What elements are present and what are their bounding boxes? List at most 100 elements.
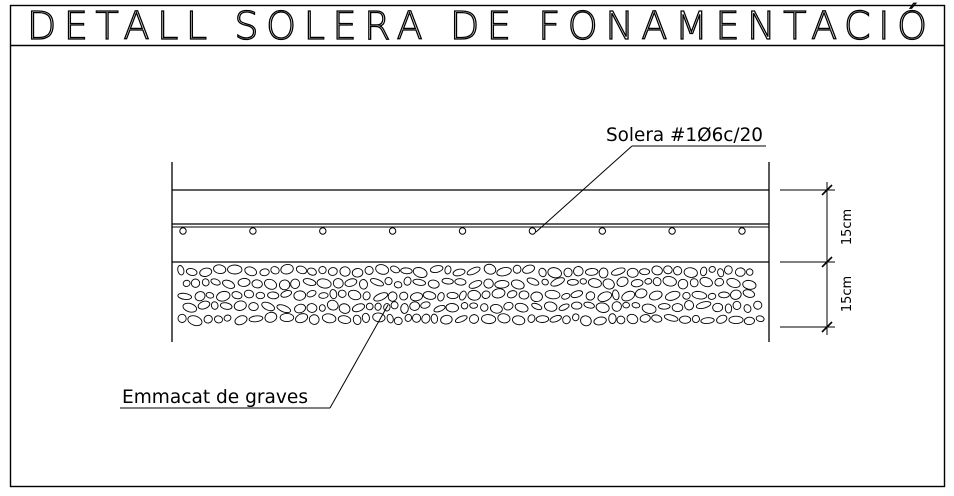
gravel-stone xyxy=(469,302,478,309)
gravel-stone xyxy=(497,313,511,324)
gravel-stone xyxy=(616,315,626,325)
gravel-stone xyxy=(187,315,203,327)
gravel-stone xyxy=(177,292,193,300)
gravel-stone xyxy=(222,279,236,289)
gravel-stone xyxy=(429,265,444,274)
gravel-stone xyxy=(491,288,506,299)
gravel-stone xyxy=(243,289,255,299)
gravel-stone xyxy=(219,302,233,310)
gravel-stone xyxy=(452,268,466,277)
gravel-stone xyxy=(234,315,248,326)
rebar-circle xyxy=(319,227,327,235)
gravel-stone xyxy=(593,316,607,326)
gravel-stone xyxy=(393,281,403,289)
gravel-stone xyxy=(276,304,292,314)
gravel-stone xyxy=(384,277,393,286)
gravel-stone xyxy=(571,301,583,310)
gravel-stone xyxy=(503,301,514,311)
gravel-stone xyxy=(440,314,453,325)
gravel-stone xyxy=(446,291,459,300)
gravel-stone xyxy=(327,267,338,276)
gravel-thickness-label: 15cm xyxy=(840,276,855,312)
gravel-stone xyxy=(213,315,223,324)
gravel-stone xyxy=(400,303,409,314)
gravel-stone xyxy=(531,302,543,311)
gravel-stone xyxy=(622,301,630,309)
gravel-stone xyxy=(213,264,227,275)
rebar-bars xyxy=(179,227,746,235)
gravel-stone xyxy=(205,292,215,299)
gravel-stone xyxy=(561,292,571,300)
gravel-stone xyxy=(259,268,270,277)
gravel-stone xyxy=(562,315,571,325)
gravel-stone xyxy=(182,279,191,287)
gravel-stone xyxy=(530,291,543,303)
gravel-stone xyxy=(365,302,374,311)
gravel-stone xyxy=(695,301,712,310)
gravel-stone xyxy=(460,302,469,310)
gravel-stone xyxy=(427,279,440,289)
gravel-stone xyxy=(248,302,259,312)
gravel-stone xyxy=(278,279,291,291)
gravel-stone xyxy=(338,303,351,314)
gravel-stone xyxy=(742,289,756,298)
gravel-stone xyxy=(318,304,326,312)
gravel-stone xyxy=(409,301,421,311)
gravel-stone xyxy=(182,302,198,313)
gravel-stone xyxy=(512,264,522,274)
gravel-stone xyxy=(483,278,494,289)
dimension-line xyxy=(780,182,835,335)
gravel-stone xyxy=(598,267,609,279)
gravel-stone xyxy=(699,276,713,288)
gravel-stone xyxy=(566,278,579,286)
gravel-stone xyxy=(662,275,677,287)
gravel-stone xyxy=(344,278,358,287)
gravel-stone xyxy=(458,290,467,301)
gravel-stone xyxy=(421,313,431,324)
rebar-circle xyxy=(388,227,397,235)
gravel-stone xyxy=(510,279,525,290)
gravel-stone xyxy=(730,289,742,300)
gravel-stone xyxy=(375,264,390,275)
gravel-stone xyxy=(673,266,683,276)
gravel-stone xyxy=(684,300,695,311)
gravel-stone xyxy=(404,313,412,322)
gravel-stone xyxy=(481,290,491,299)
gravel-stone xyxy=(308,314,320,325)
gravel-stone xyxy=(433,304,446,313)
gravel-stone xyxy=(544,289,561,300)
gravel-stone xyxy=(444,265,452,275)
gravel-stone xyxy=(295,313,309,324)
gravel-stone xyxy=(267,291,280,300)
gravel-stone xyxy=(651,314,663,323)
gravel-stone xyxy=(718,291,730,299)
gravel-stone xyxy=(489,303,503,314)
gravel-stone xyxy=(237,277,251,287)
gravel-stone xyxy=(373,292,389,302)
gravel-stone xyxy=(611,267,626,276)
gravel-stone xyxy=(177,313,187,323)
gravel-stone xyxy=(280,290,293,298)
gravel-stone xyxy=(337,289,347,298)
drawing-title: DETALL SOLERA DE FONAMENTACIÓ xyxy=(27,4,927,48)
gravel-stone xyxy=(248,315,264,323)
gravel-stone xyxy=(374,302,382,311)
gravel-stone xyxy=(755,315,765,323)
gravel-stone xyxy=(264,311,278,323)
rebar-circle xyxy=(458,227,467,235)
slab-label: Solera #1Ø6c/20 xyxy=(606,124,763,146)
gravel-stone xyxy=(264,278,278,290)
gravel-stone xyxy=(412,267,428,278)
gravel-stone xyxy=(558,303,570,311)
gravel-stone xyxy=(411,313,422,323)
rebar-circle xyxy=(598,227,606,235)
gravel-stone xyxy=(231,291,243,300)
gravel-stone xyxy=(641,303,657,314)
gravel-stone xyxy=(227,264,243,275)
gravel-stone xyxy=(370,278,384,287)
slab-thickness-label: 15cm xyxy=(840,209,855,245)
gravel-stone xyxy=(743,304,752,313)
gravel-stone xyxy=(550,277,565,287)
gravel-stone xyxy=(467,289,481,301)
